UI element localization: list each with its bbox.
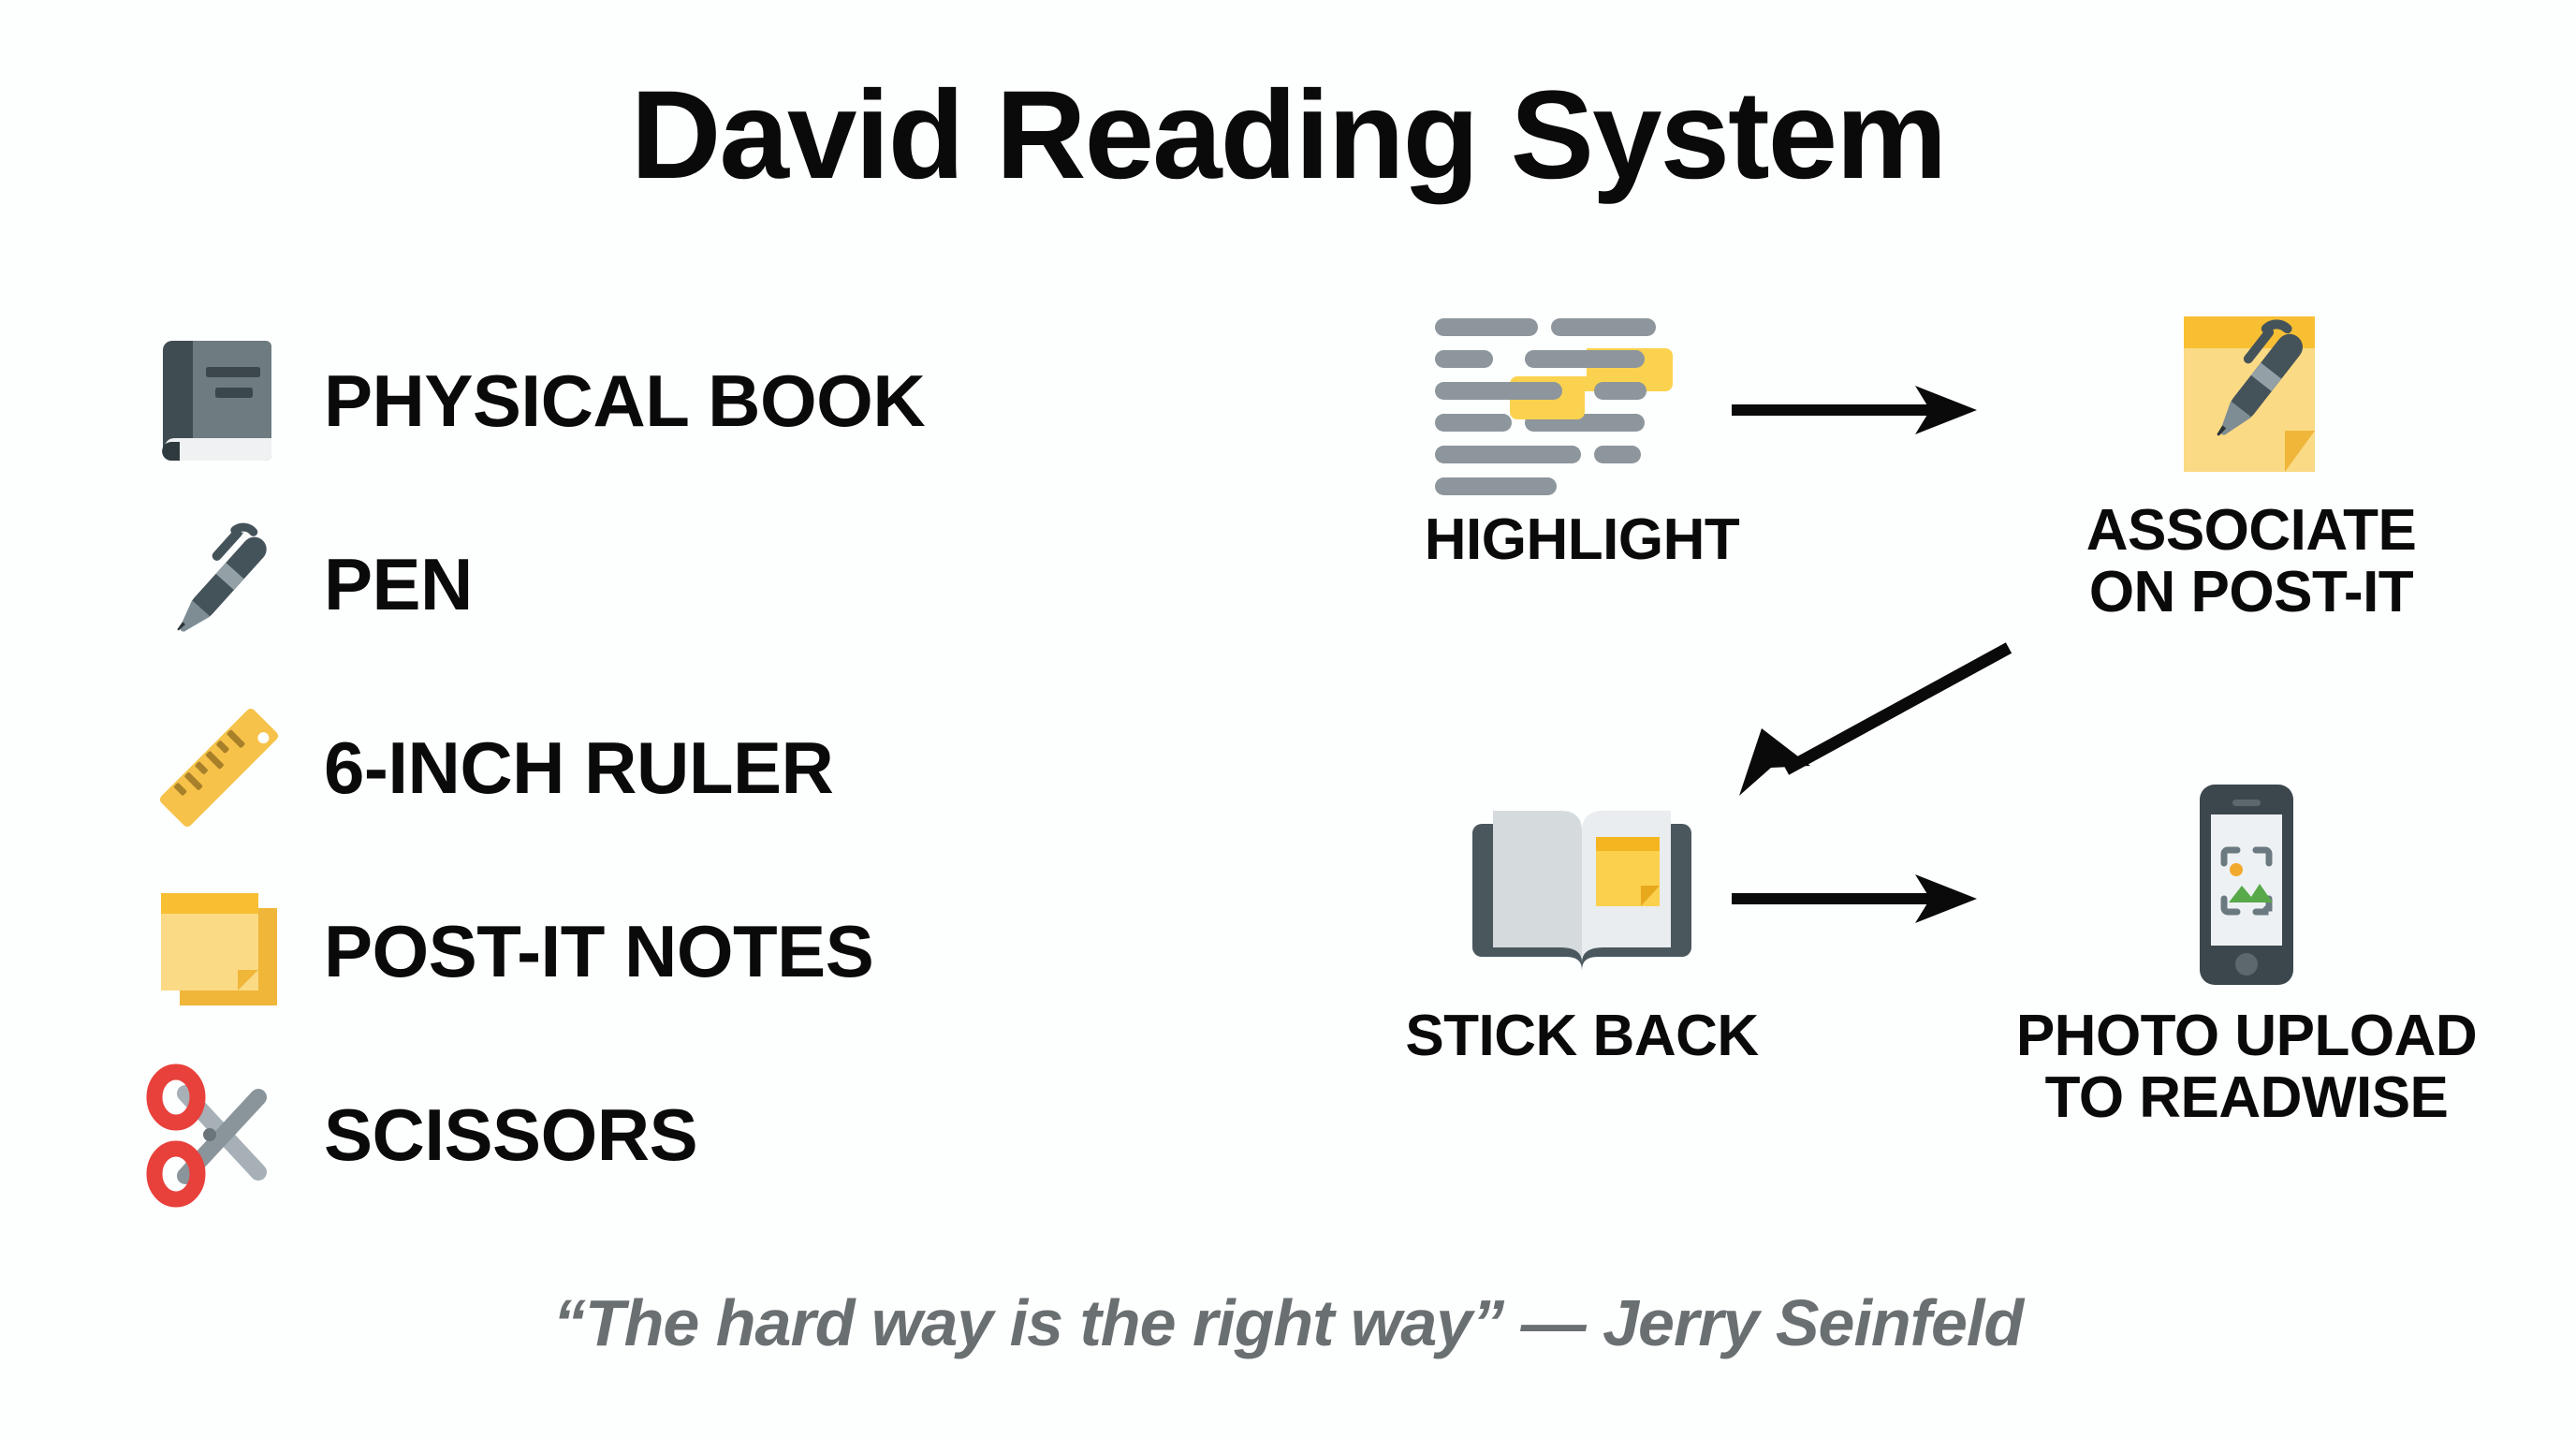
list-item-label: POST-IT NOTES xyxy=(324,910,874,992)
list-item-label: 6-INCH RULER xyxy=(324,726,834,809)
pen-icon xyxy=(140,506,298,663)
closed-book-icon xyxy=(140,322,298,479)
list-item: PEN xyxy=(140,492,1245,676)
workflow-step-associate: ASSOCIATE ON POST-IT xyxy=(1975,300,2527,623)
note-and-pen-icon xyxy=(2158,300,2345,487)
phone-photo-icon xyxy=(2176,777,2317,992)
open-book-with-note-icon xyxy=(1465,796,1699,992)
arrow-associate-to-stick-back xyxy=(1713,627,2031,814)
workflow-step-stick-back: STICK BACK xyxy=(1320,796,1844,1067)
list-item: SCISSORS xyxy=(140,1043,1245,1226)
page-title: David Reading System xyxy=(630,66,1948,205)
workflow-step-label: STICK BACK xyxy=(1405,1004,1759,1068)
workflow-step-label: ASSOCIATE ON POST-IT xyxy=(2086,498,2417,624)
list-item: 6-INCH RULER xyxy=(140,676,1245,859)
scissors-icon xyxy=(140,1056,298,1213)
workflow-diagram: HIGHLIGHT ASSOCIATE ON POST-IT xyxy=(1320,309,2527,1264)
footer-quote: “The hard way is the right way” — Jerry … xyxy=(552,1286,2024,1359)
sticky-notes-icon xyxy=(140,873,298,1030)
list-item-label: SCISSORS xyxy=(324,1093,698,1176)
ruler-icon xyxy=(140,689,298,846)
list-item-label: PHYSICAL BOOK xyxy=(324,360,926,442)
arrow-stick-back-to-photo xyxy=(1732,861,2003,936)
list-item-label: PEN xyxy=(324,543,473,625)
workflow-step-label: HIGHLIGHT xyxy=(1424,507,1740,572)
supplies-list: PHYSICAL BOOK PEN xyxy=(140,309,1245,1226)
list-item: POST-IT NOTES xyxy=(140,859,1245,1043)
arrow-highlight-to-associate xyxy=(1732,373,2003,448)
workflow-step-label: PHOTO UPLOAD TO READWISE xyxy=(2015,1004,2478,1130)
highlighted-text-icon xyxy=(1427,309,1736,496)
workflow-step-photo-upload: PHOTO UPLOAD TO READWISE xyxy=(1966,777,2527,1128)
workflow-step-highlight: HIGHLIGHT xyxy=(1320,309,1844,571)
list-item: PHYSICAL BOOK xyxy=(140,309,1245,492)
